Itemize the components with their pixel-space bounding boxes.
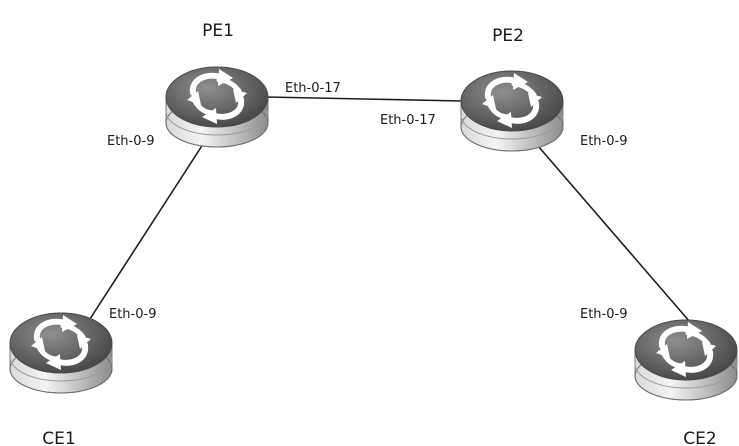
- router-pe2[interactable]: [461, 71, 563, 151]
- router-icon: [166, 67, 268, 147]
- link-pe1-pe2: [265, 96, 463, 102]
- router-icon: [461, 71, 563, 151]
- router-pe1[interactable]: [166, 67, 268, 147]
- port-label-pe2-to-ce2: Eth-0-9: [580, 134, 627, 149]
- router-icon: [635, 320, 737, 400]
- link-pe2-ce2: [531, 138, 691, 323]
- port-label-pe1-to-pe2: Eth-0-17: [285, 81, 341, 96]
- node-label-ce2: CE2: [683, 429, 716, 446]
- node-label-pe1: PE1: [202, 21, 234, 41]
- port-label-pe2-to-pe1: Eth-0-17: [380, 113, 436, 128]
- router-ce1[interactable]: [10, 313, 112, 393]
- router-icon: [10, 313, 112, 393]
- node-label-pe2: PE2: [492, 26, 524, 46]
- link-pe1-ce1: [87, 137, 208, 323]
- port-label-ce1-to-pe1: Eth-0-9: [109, 307, 156, 322]
- port-label-pe1-to-ce1: Eth-0-9: [107, 134, 154, 149]
- router-ce2[interactable]: [635, 320, 737, 400]
- port-label-ce2-to-pe2: Eth-0-9: [580, 307, 627, 322]
- node-label-ce1: CE1: [42, 429, 75, 446]
